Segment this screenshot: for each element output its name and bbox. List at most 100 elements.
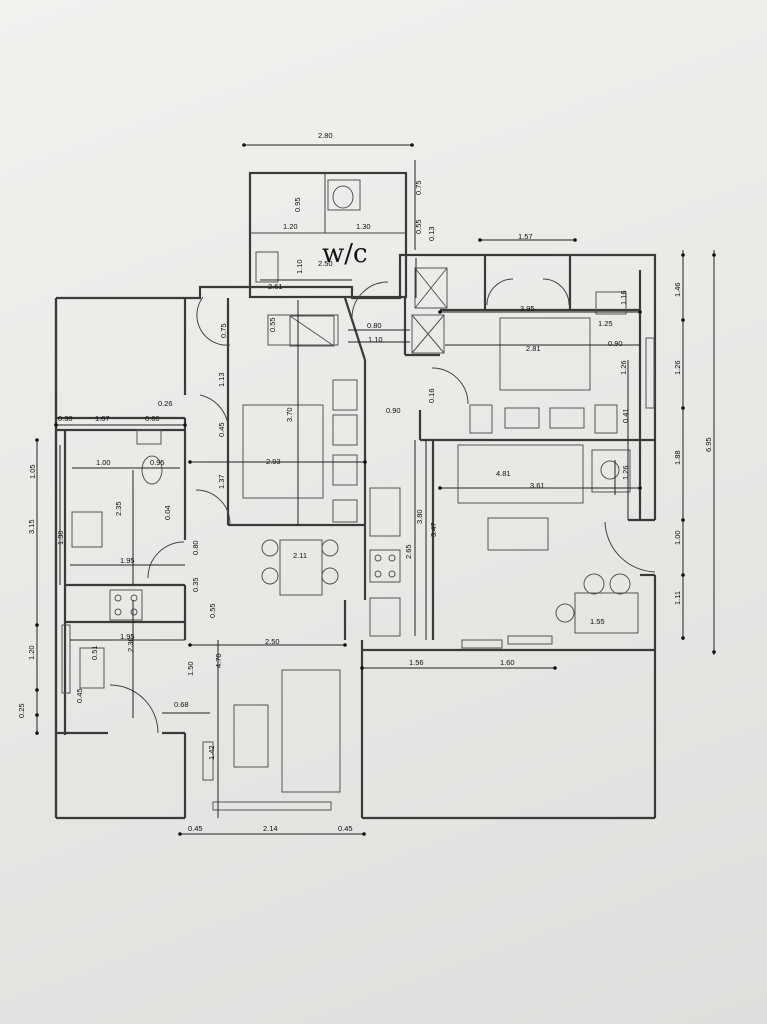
dimension-label: 1.30 — [56, 530, 65, 545]
dimension-ticks — [35, 143, 716, 836]
dimension-label: 1.13 — [217, 372, 226, 387]
dimension-label: 2.14 — [263, 824, 278, 833]
dimension-lines — [36, 144, 715, 835]
nightstand-icon — [332, 379, 358, 411]
bed-icon — [242, 404, 324, 499]
chair-icon — [321, 539, 339, 557]
dimension-label: 2.30 — [126, 637, 135, 652]
dining-table-icon — [279, 539, 323, 596]
dimension-label: 2.81 — [526, 344, 541, 353]
door-swing — [604, 521, 656, 573]
dimension-label: 1.57 — [518, 232, 533, 241]
dimension-label: 3.95 — [520, 304, 535, 313]
pillow-icon — [549, 407, 585, 429]
pillow-icon — [504, 407, 540, 429]
pillow-icon — [332, 454, 358, 486]
furniture — [61, 179, 655, 811]
washbasin-icon — [595, 291, 627, 315]
dimension-label: 1.55 — [590, 617, 605, 626]
dimension-label: 1.95 — [120, 632, 135, 641]
sink-icon — [71, 511, 103, 548]
walls — [54, 171, 657, 820]
dimension-label: 0.75 — [414, 180, 423, 195]
stove-icon — [109, 589, 143, 621]
chair-icon — [261, 539, 279, 557]
closet-icon — [411, 314, 445, 354]
nightstand-icon — [469, 404, 493, 434]
door-swing — [199, 394, 229, 426]
chair-icon — [261, 567, 279, 585]
door-swing — [109, 684, 159, 734]
dimension-label: 0.60 — [145, 414, 160, 423]
nightstand-icon — [594, 404, 618, 434]
bathtub-icon — [327, 179, 361, 211]
dimension-label: 1.20 — [283, 222, 298, 231]
fridge-icon — [369, 597, 401, 637]
dimension-label: 0.16 — [427, 388, 436, 403]
dimension-label: 0.25 — [17, 703, 26, 718]
dimension-label: 1.60 — [500, 658, 515, 667]
door-swing — [486, 278, 514, 306]
dimension-label: 1.26 — [621, 465, 630, 480]
dimension-label: 2.35 — [114, 501, 123, 516]
dimension-label: 1.07 — [95, 414, 110, 423]
stove-icon — [369, 549, 401, 583]
dimension-label: 1.26 — [619, 360, 628, 375]
dimension-label: 0.75 — [219, 323, 228, 338]
chair-icon — [555, 603, 575, 623]
dimension-label: 0.55 — [268, 317, 277, 332]
dimension-label: 0.51 — [90, 645, 99, 660]
dimension-label: 3.61 — [530, 481, 545, 490]
dimension-label: 3.47 — [429, 522, 438, 537]
pillow-icon — [332, 414, 358, 446]
chair-icon — [321, 567, 339, 585]
dimension-label: 0.04 — [163, 505, 172, 520]
dimension-label: 1.56 — [409, 658, 424, 667]
dimension-label: 0.45 — [75, 688, 84, 703]
dimension-label: 0.55 — [414, 219, 423, 234]
toilet-icon — [141, 455, 163, 485]
nightstand-icon — [332, 499, 358, 523]
closet-icon — [414, 267, 448, 309]
dimension-label: 2.61 — [268, 282, 283, 291]
dimension-label: 0.80 — [191, 540, 200, 555]
door-swing — [351, 281, 389, 319]
dimension-label: 1.25 — [598, 319, 613, 328]
door-swing — [195, 489, 231, 525]
dimension-label: 4.70 — [214, 653, 223, 668]
dimension-label: 0.95 — [293, 197, 302, 212]
wardrobe-icon — [267, 314, 339, 346]
chair-icon — [609, 573, 631, 595]
bed-icon — [499, 317, 591, 391]
wc-label: w/c — [322, 239, 368, 269]
washbasin-icon — [332, 185, 354, 209]
closet-icon — [289, 315, 335, 347]
dimension-label: 0.68 — [174, 700, 189, 709]
dimension-label: 2.11 — [293, 551, 307, 560]
dimension-label: 2.50 — [265, 637, 280, 646]
dimension-label: 1.00 — [96, 458, 111, 467]
dimension-label: 2.65 — [404, 544, 413, 559]
dimension-label: 0.45 — [217, 422, 226, 437]
dimension-label: 6.95 — [704, 437, 713, 452]
dimension-label: 0.35 — [191, 577, 200, 592]
dimension-label: 1.42 — [207, 745, 216, 760]
dimension-label: 4.81 — [496, 469, 511, 478]
dimension-label: 0.90 — [386, 406, 401, 415]
dimension-label: 0.90 — [608, 339, 623, 348]
dimension-label: 0.55 — [208, 603, 217, 618]
coffee-table-icon — [233, 704, 269, 768]
dimension-label: 1.10 — [295, 259, 304, 274]
armchair-icon — [591, 449, 631, 493]
dimension-label: 3.80 — [415, 509, 424, 524]
dimension-label: 0.26 — [158, 399, 173, 408]
window-icon — [212, 801, 332, 811]
dimension-label: 1.20 — [27, 645, 36, 660]
dimension-label: 1.88 — [673, 450, 682, 465]
sofa-icon — [457, 444, 584, 504]
dimension-label: 0.45 — [188, 824, 203, 833]
window-icon — [461, 639, 503, 649]
